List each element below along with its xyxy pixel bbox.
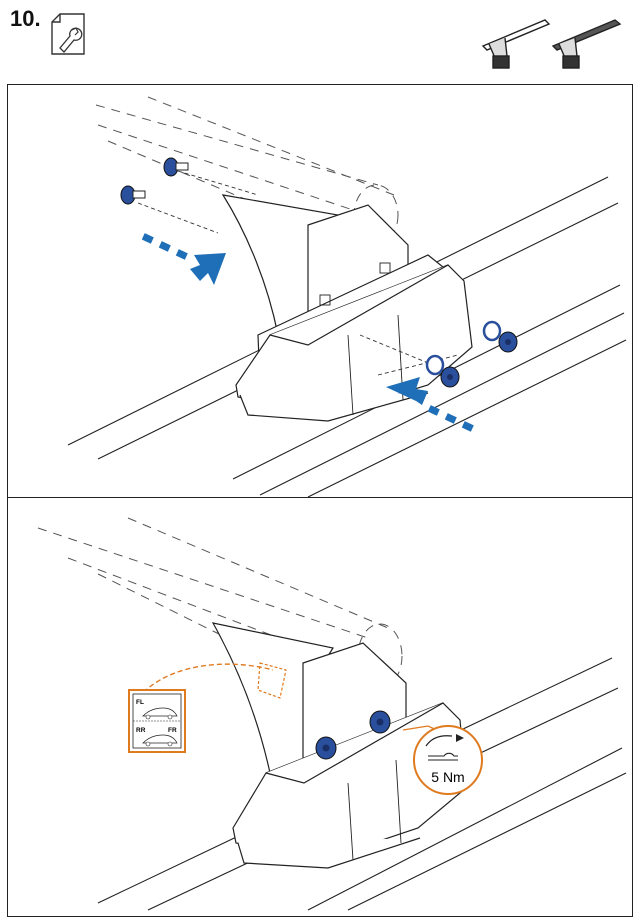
dotted-arrow-icon	[141, 233, 226, 285]
bolt-icon	[120, 185, 146, 205]
washer-icon	[425, 354, 445, 376]
label-fl: FL	[136, 699, 144, 706]
dotted-arrow-icon	[386, 377, 474, 432]
nut-icon	[440, 366, 460, 388]
nut-icon	[498, 331, 518, 353]
label-fr: FR	[168, 727, 177, 734]
foot-body	[221, 194, 473, 422]
torque-wrench-icon	[425, 734, 464, 761]
torque-callout: 5 Nm	[413, 725, 483, 795]
step-number: 10.	[10, 6, 41, 31]
washer-icon	[482, 320, 502, 342]
step-illustration-assembly	[7, 84, 633, 499]
nut-icon	[369, 710, 391, 734]
label-rr: RR	[136, 727, 146, 734]
torque-diagram: FL RR FR 5 Nm	[37, 517, 627, 911]
torque-value: 5 Nm	[431, 769, 464, 785]
nut-icon	[315, 736, 337, 760]
assembly-diagram	[67, 96, 627, 498]
wrench-document-icon	[51, 13, 85, 55]
step-illustration-torque: FL RR FR 5 Nm	[7, 497, 633, 917]
bolt-icon	[163, 157, 189, 177]
roof-bars-icon	[481, 19, 622, 69]
position-label-sticker: FL RR FR	[128, 689, 186, 753]
